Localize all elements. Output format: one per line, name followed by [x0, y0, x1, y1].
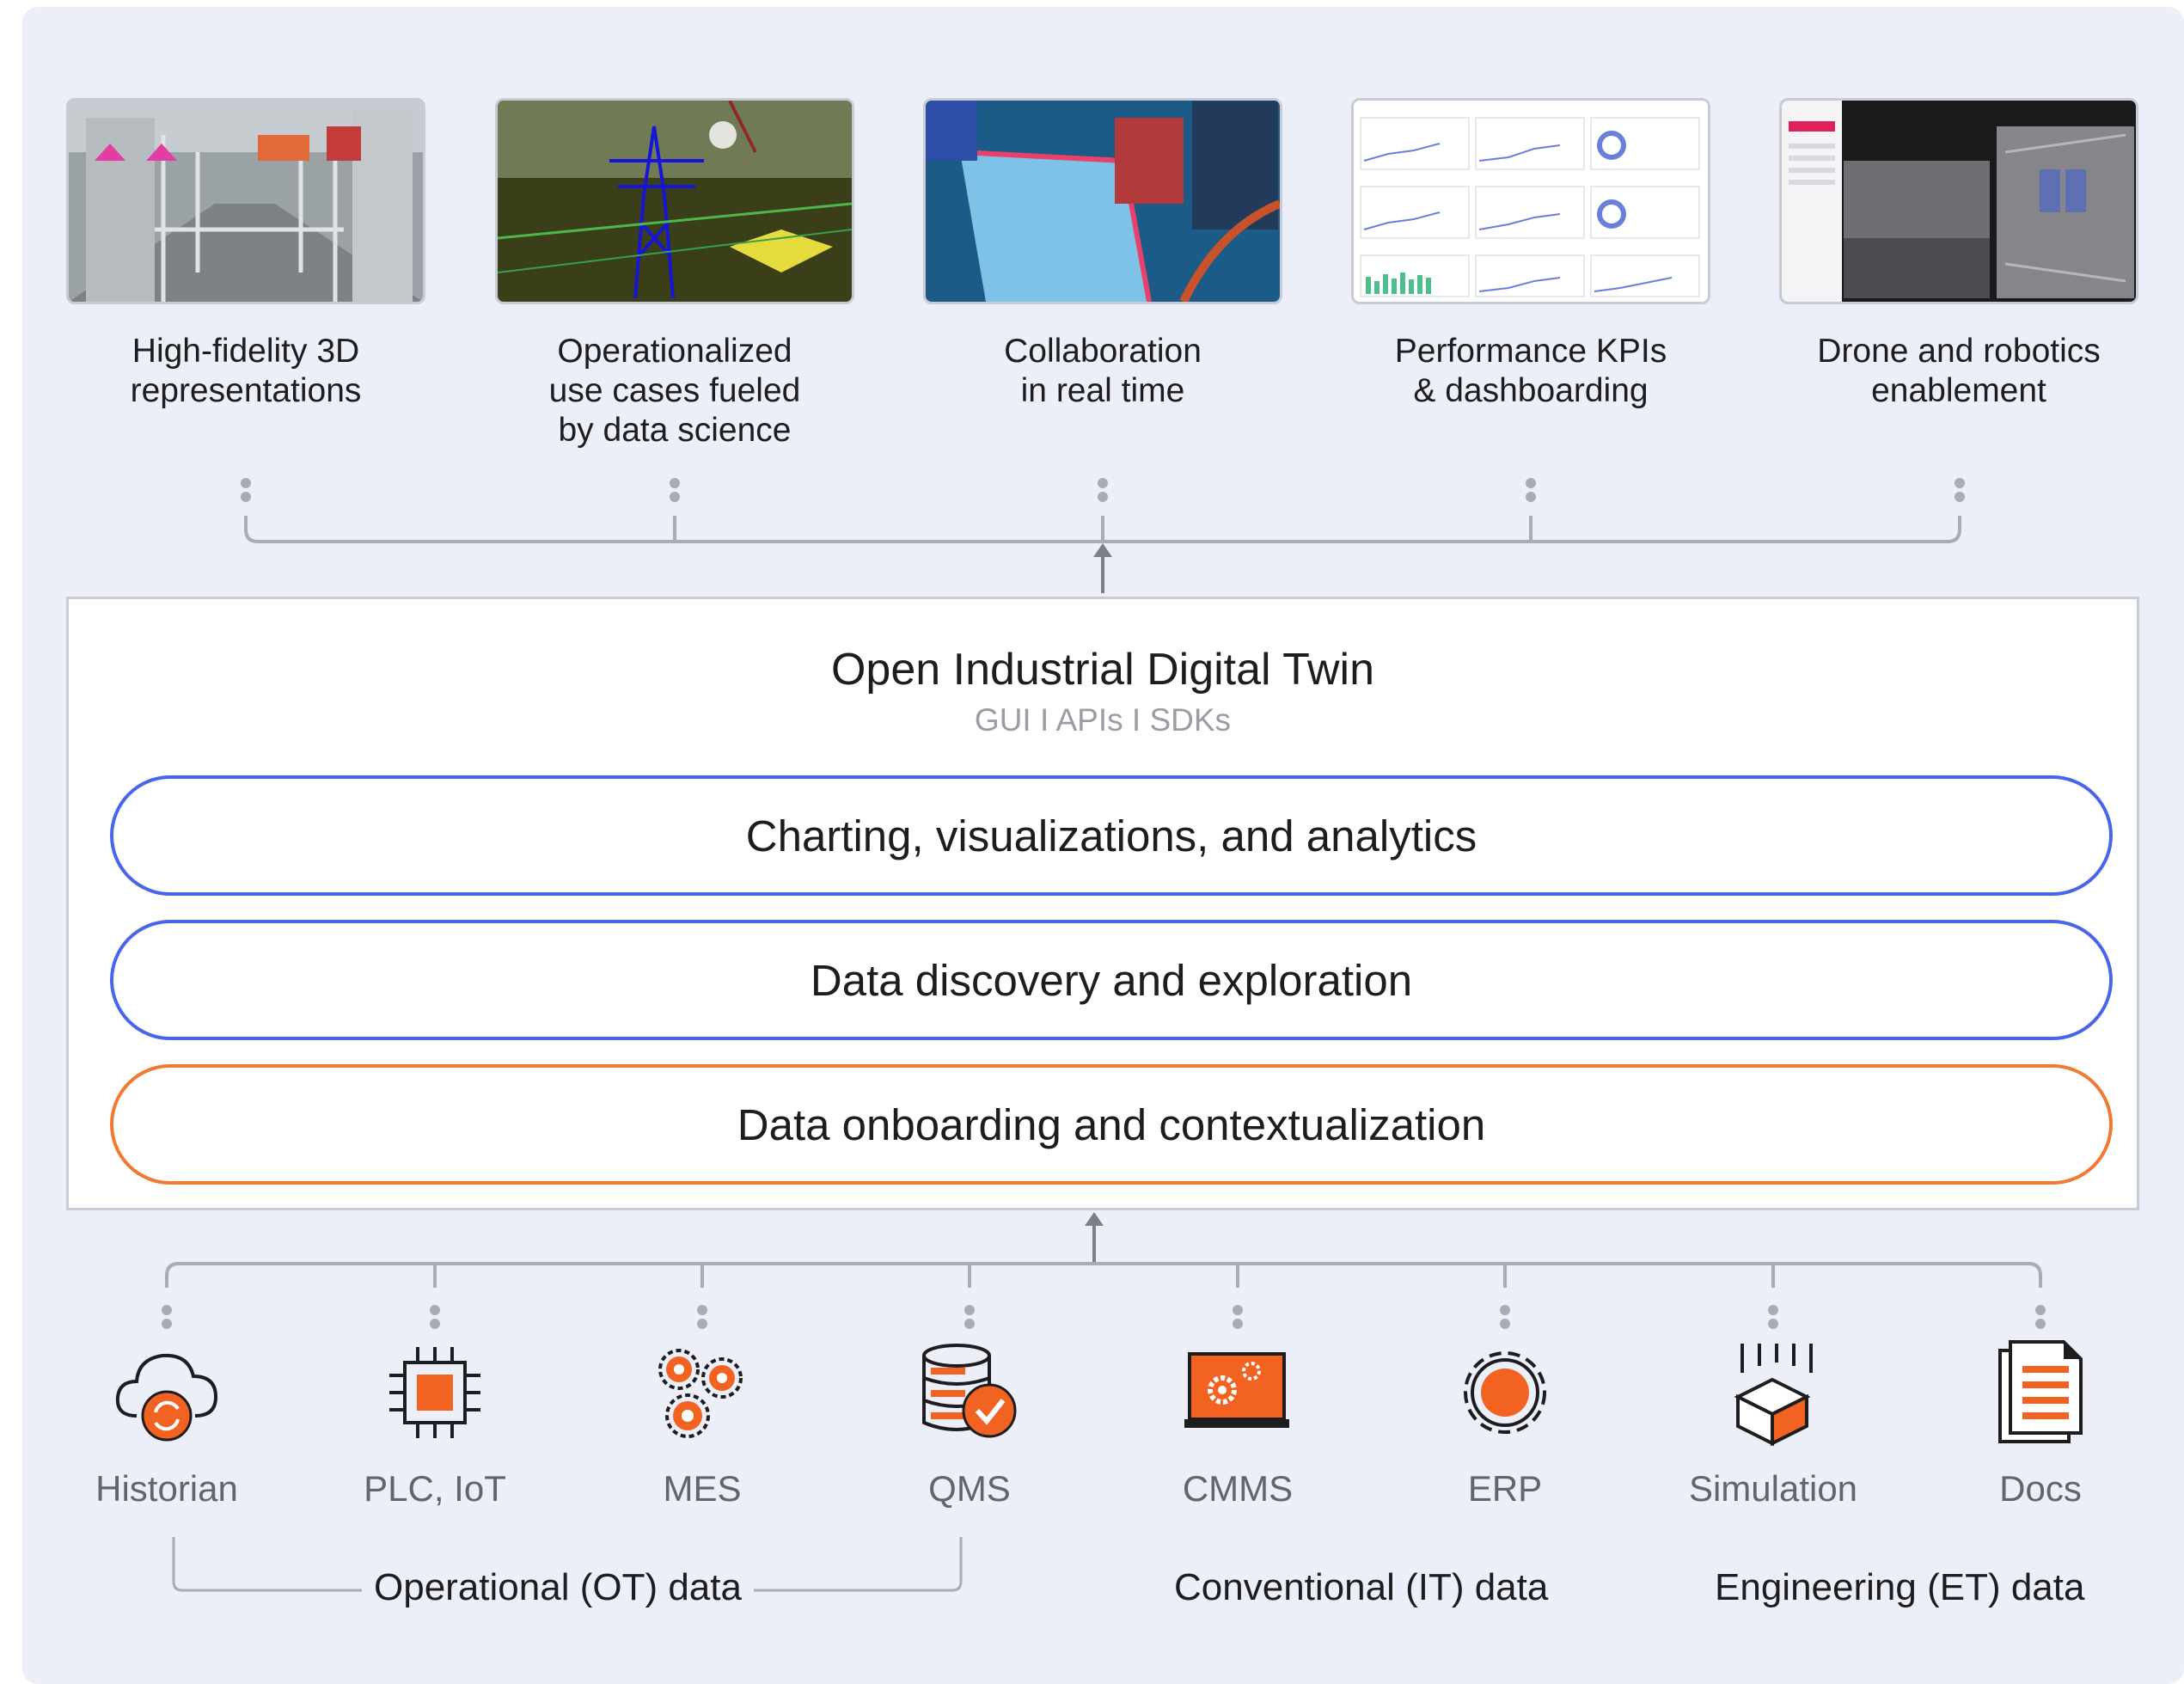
layer-analytics: Charting, visualizations, and analytics — [110, 775, 2113, 896]
twin-subtitle: GUI I APIs I SDKs — [974, 702, 1232, 738]
cube-icon — [1734, 1344, 1813, 1447]
layer-onboarding: Data onboarding and contextualization — [110, 1064, 2113, 1185]
database-check-icon — [922, 1344, 1017, 1438]
thumbnail-collaboration-3d — [923, 98, 1282, 304]
group-label-ot: Operational (OT) data — [362, 1566, 754, 1609]
thumbnail-transmission-tower — [495, 98, 854, 304]
cloud-sync-icon — [115, 1353, 218, 1442]
source-label-simulation: Simulation — [1688, 1468, 1858, 1509]
feature-caption-data-science: Operationalized use cases fueled by data… — [477, 332, 872, 450]
caption-line: Operationalized — [557, 333, 792, 370]
source-label-cmms: CMMS — [1182, 1468, 1294, 1509]
caption-line: High-fidelity 3D — [132, 333, 360, 370]
feature-caption-drone: Drone and robotics enablement — [1761, 332, 2156, 411]
layer-discovery: Data discovery and exploration — [110, 920, 2113, 1040]
gears-icon — [658, 1349, 743, 1438]
bottom-connector — [162, 1212, 2046, 1329]
thumbnail-drone-robotics — [1779, 98, 2138, 304]
caption-line: Drone and robotics — [1817, 333, 2101, 370]
chip-icon — [389, 1347, 480, 1438]
caption-line: Performance KPIs — [1394, 333, 1667, 370]
source-label-docs: Docs — [1999, 1468, 2082, 1509]
source-label-mes: MES — [663, 1468, 742, 1509]
caption-line: enablement — [1871, 372, 2046, 409]
caption-line: in real time — [1020, 372, 1185, 409]
group-label-it: Conventional (IT) data — [1162, 1566, 1561, 1609]
caption-line: & dashboarding — [1413, 372, 1649, 409]
feature-caption-3d: High-fidelity 3D representations — [48, 332, 444, 411]
caption-line: representations — [130, 372, 362, 409]
feature-caption-collaboration: Collaboration in real time — [905, 332, 1300, 411]
thumbnail-kpi-dashboard — [1351, 98, 1710, 304]
source-label-qms: QMS — [928, 1468, 1011, 1509]
source-label-erp: ERP — [1467, 1468, 1543, 1509]
source-label-historian: Historian — [95, 1468, 238, 1509]
document-icon — [1998, 1340, 2083, 1443]
caption-line: use cases fueled — [548, 372, 801, 409]
monitor-gear-icon — [1184, 1352, 1289, 1428]
twin-title: Open Industrial Digital Twin — [830, 645, 1375, 695]
caption-line: by data science — [558, 412, 792, 449]
thumbnail-3d-walkway — [66, 98, 425, 304]
source-label-plc-iot: PLC, IoT — [364, 1468, 506, 1509]
gear-icon — [1464, 1351, 1546, 1434]
caption-line: Collaboration — [1004, 333, 1202, 370]
top-connector — [241, 478, 1965, 593]
digital-twin-box: Open Industrial Digital Twin GUI I APIs … — [66, 597, 2139, 1210]
feature-caption-kpis: Performance KPIs & dashboarding — [1333, 332, 1728, 411]
group-label-et: Engineering (ET) data — [1703, 1566, 2097, 1609]
